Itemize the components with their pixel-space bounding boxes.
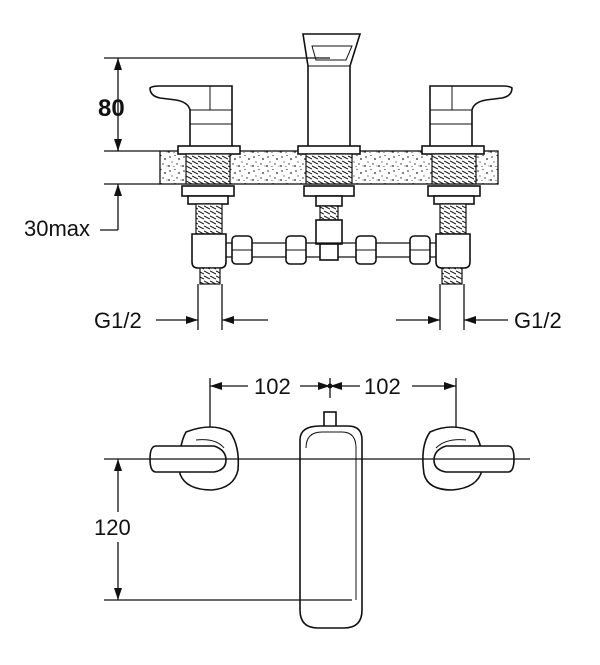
thread-right-label: G1/2 (514, 308, 562, 333)
spout-plan (299, 411, 363, 629)
right-handle (421, 85, 513, 285)
spout (297, 33, 362, 221)
projection-dimension: 120 (92, 459, 352, 601)
dim-height-label: 80 (98, 95, 125, 122)
left-handle (149, 85, 241, 285)
thread-right-dimension: G1/2 (396, 284, 562, 333)
thread-left-dimension: G1/2 (94, 284, 268, 333)
dimension-30max: 30max (24, 143, 160, 241)
connector-pipes (226, 219, 436, 265)
front-elevation: 80 30max G1/2 G (24, 33, 562, 333)
spacing-left-label: 102 (254, 374, 291, 399)
dim-deck-label: 30max (24, 216, 90, 241)
spacing-right-label: 102 (364, 374, 401, 399)
plan-view: 102 102 (92, 374, 530, 629)
spacing-dimension: 102 102 (209, 374, 457, 440)
projection-label: 120 (94, 515, 131, 540)
thread-left-label: G1/2 (94, 308, 142, 333)
